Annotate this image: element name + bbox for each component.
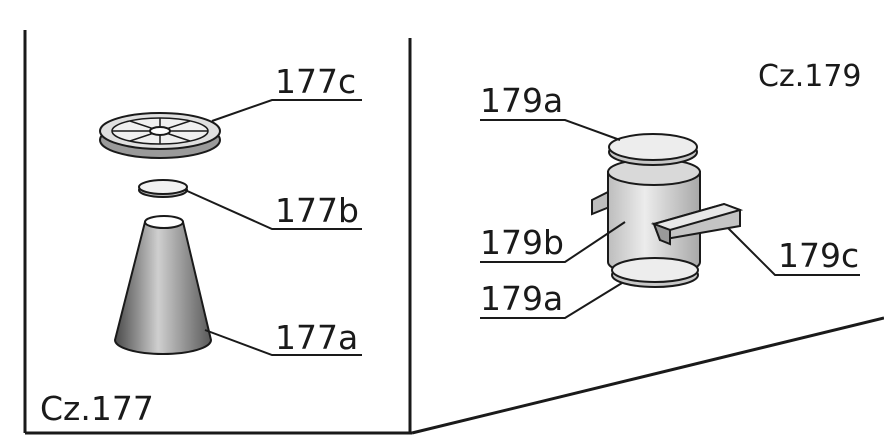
part-label-179: Cz.179 — [758, 59, 862, 94]
callout-177b: 177b — [275, 191, 359, 230]
part-177a-cone — [113, 215, 213, 355]
part-179a-bottom-disc — [611, 257, 699, 288]
leader-lines-177 — [184, 99, 362, 356]
part-179c-bar-front — [650, 202, 744, 246]
part-177c-lid — [99, 112, 221, 159]
callout-177a: 177a — [275, 318, 358, 357]
callout-179a-top: 179a — [480, 81, 563, 120]
frame-lines — [23, 30, 884, 435]
leader-177a — [204, 329, 362, 356]
callout-179c: 179c — [778, 236, 859, 275]
callout-179b: 179b — [480, 223, 564, 262]
leader-179b — [480, 221, 626, 263]
leader-177c — [211, 99, 362, 122]
leader-lines-179 — [480, 119, 860, 319]
callout-177c: 177c — [275, 62, 356, 101]
leader-179a-bottom — [480, 282, 623, 319]
leader-177b — [184, 189, 362, 230]
leader-179a-top — [480, 119, 621, 141]
part-177b-disc — [138, 179, 188, 198]
part-label-177: Cz.177 — [40, 389, 154, 428]
floor-perspective-line — [411, 316, 884, 435]
leader-179c — [727, 227, 860, 276]
part-179a-top-disc — [608, 133, 698, 166]
callout-179a-bottom: 179a — [480, 279, 563, 318]
